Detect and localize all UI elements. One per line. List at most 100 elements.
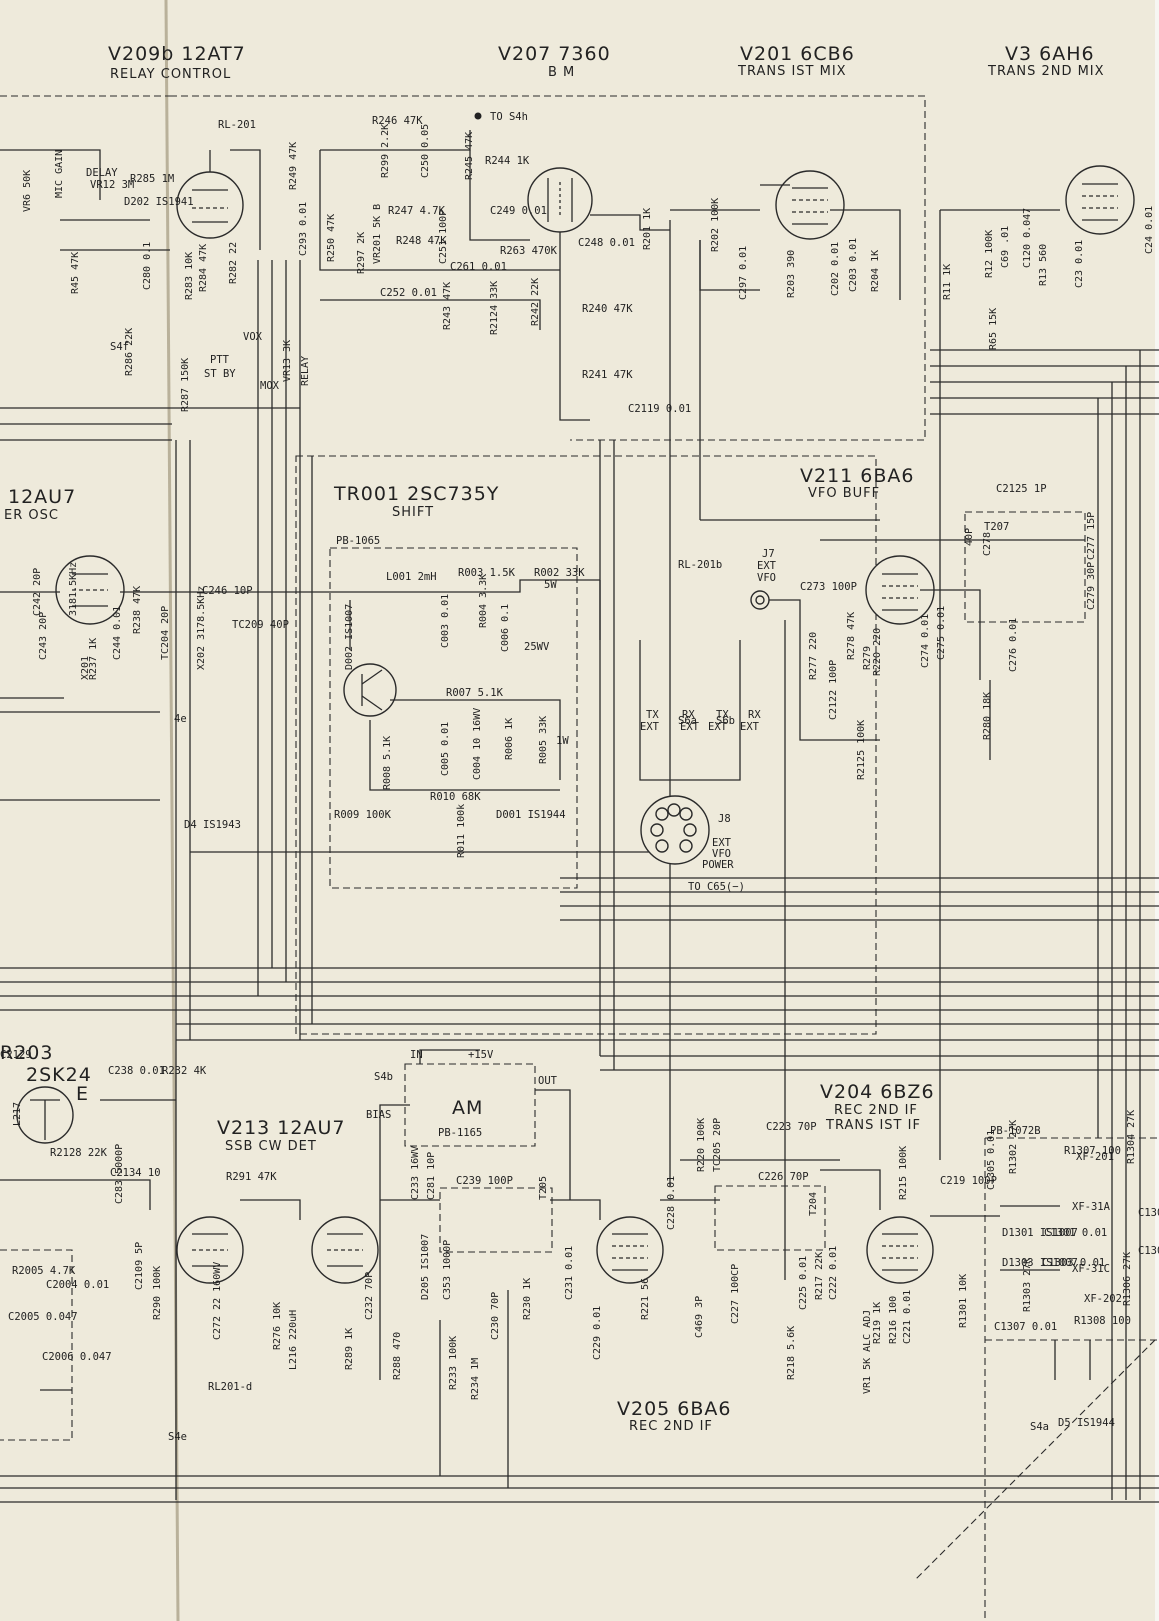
component-label: X201 bbox=[80, 656, 91, 680]
component-label: R282 22 bbox=[228, 242, 239, 284]
pb-1065-outline bbox=[329, 547, 578, 889]
component-label: R289 1K bbox=[344, 1328, 355, 1370]
component-label: C251 100P bbox=[438, 210, 449, 264]
component-label: R218 5.6K bbox=[786, 1326, 797, 1380]
component-label: L217 bbox=[12, 1102, 23, 1126]
component-label: C006 0.1 bbox=[500, 604, 511, 652]
component-label: C2125 1P bbox=[996, 483, 1047, 495]
bus-wires bbox=[0, 349, 1159, 1503]
s4e-label: S4e bbox=[168, 1431, 187, 1443]
component-label: C353 1000P bbox=[442, 1240, 453, 1300]
component-label: R11 1K bbox=[942, 264, 953, 300]
j7-label-ext: EXT bbox=[757, 560, 777, 572]
component-label: C272 22 160WV bbox=[212, 1262, 223, 1340]
j8-connector bbox=[640, 795, 710, 865]
j8-label-power: POWER bbox=[702, 859, 734, 871]
tube-v211 bbox=[865, 555, 935, 625]
header-v209b-tube: V209b 12AT7 bbox=[108, 43, 246, 65]
component-label: R13 560 bbox=[1038, 244, 1049, 286]
component-label: C222 0.01 bbox=[828, 1246, 839, 1300]
component-label: C469 3P bbox=[694, 1296, 705, 1338]
stby-label: ST BY bbox=[204, 368, 236, 380]
sw-label-3: EXT bbox=[680, 721, 700, 733]
component-label: C004 10 16WV bbox=[472, 708, 483, 780]
component-label: R283 10K bbox=[184, 252, 195, 300]
component-label: C249 0.01 bbox=[490, 205, 547, 217]
component-label: D202 IS1941 bbox=[124, 196, 194, 208]
component-label: C280 0.1 bbox=[142, 242, 153, 290]
component-label: R1307 100 bbox=[1064, 1145, 1121, 1157]
component-label: R1301 10K bbox=[958, 1274, 969, 1328]
left-board-outline bbox=[0, 1249, 73, 1441]
component-label: R240 47K bbox=[582, 303, 633, 315]
tube-v204 bbox=[866, 1216, 934, 1284]
t204-shield bbox=[714, 1185, 826, 1251]
ptt-label: PTT bbox=[210, 354, 230, 366]
component-label: R232 4K bbox=[162, 1065, 207, 1077]
component-label: R238 47K bbox=[132, 586, 143, 634]
component-label: R249 47K bbox=[288, 142, 299, 190]
component-label: C1305 0.01 bbox=[986, 1130, 997, 1190]
component-label: C244 0.01 bbox=[112, 606, 123, 660]
component-label: C261 0.01 bbox=[450, 261, 507, 273]
component-label: C223 70P bbox=[766, 1121, 817, 1133]
vox-label: VOX bbox=[243, 331, 263, 343]
component-label: C2119 0.01 bbox=[628, 403, 691, 415]
component-label: C003 0.01 bbox=[440, 594, 451, 648]
am-pin-s4b: S4b bbox=[374, 1071, 393, 1083]
component-label: R201 1K bbox=[642, 208, 653, 250]
component-label: R219 1K bbox=[872, 1302, 883, 1344]
tube-v213b bbox=[311, 1216, 379, 1284]
component-label: C242 20P bbox=[32, 568, 43, 616]
component-label: C283 5000P bbox=[114, 1144, 125, 1204]
header-v211-function: VFO BUFF bbox=[808, 486, 880, 501]
component-label: C276 0.01 bbox=[1008, 618, 1019, 672]
fet-2sk24 bbox=[16, 1086, 74, 1144]
component-label: C281 10P bbox=[426, 1152, 437, 1200]
component-label: C2006 0.047 bbox=[42, 1351, 112, 1363]
component-label: T204 bbox=[808, 1192, 819, 1216]
component-label: R1304 27K bbox=[1126, 1110, 1137, 1164]
header-tr001-function: SHIFT bbox=[392, 505, 434, 520]
fet-e-label: E bbox=[76, 1083, 89, 1105]
component-label: R2125 100K bbox=[856, 720, 867, 780]
sw-label-1: EXT bbox=[640, 721, 660, 733]
j8-label-vfo: VFO bbox=[712, 848, 731, 860]
component-label: C246 10P bbox=[202, 585, 253, 597]
component-label: R010 68K bbox=[430, 791, 481, 803]
header-v3-tube: V3 6AH6 bbox=[1005, 43, 1095, 65]
component-label: 5W bbox=[544, 579, 557, 591]
component-label: VR6 50K bbox=[22, 170, 33, 212]
component-label: R230 1K bbox=[522, 1278, 533, 1320]
j8-label: J8 bbox=[718, 813, 731, 825]
component-label: C243 20P bbox=[38, 612, 49, 660]
header-v204-function-2: TRANS IST IF bbox=[825, 1118, 921, 1133]
component-label: R204 1K bbox=[870, 250, 881, 292]
header-v204-tube: V204 6BZ6 bbox=[820, 1081, 935, 1103]
component-label: TC209 40P bbox=[232, 619, 289, 631]
component-label: R2124 33K bbox=[489, 281, 500, 335]
am-pin-15v: +15V bbox=[468, 1049, 494, 1061]
component-label: C248 0.01 bbox=[578, 237, 635, 249]
t207-shield bbox=[964, 511, 1086, 623]
component-label: R203 390 bbox=[786, 250, 797, 298]
header-v205-function: REC 2ND IF bbox=[629, 1419, 713, 1434]
component-label: C1303 0.01 bbox=[1042, 1257, 1105, 1269]
component-label: D1303 IS1007 bbox=[1002, 1257, 1078, 1269]
component-label: R005 33K bbox=[538, 716, 549, 764]
component-label: XF-31C bbox=[1072, 1263, 1110, 1275]
relay-rl201d: RL201-d bbox=[208, 1381, 252, 1393]
header-v3-function: TRANS 2ND MIX bbox=[987, 64, 1105, 79]
board-pb-1065: PB-1065 bbox=[336, 535, 380, 547]
component-label: C221 0.01 bbox=[902, 1290, 913, 1344]
am-module-board: PB-1165 bbox=[438, 1127, 482, 1139]
component-label: D1301 IS1007 bbox=[1002, 1227, 1078, 1239]
component-label: R248 47K bbox=[396, 235, 447, 247]
component-label: C233 16WV bbox=[410, 1146, 421, 1200]
component-label: C1307 0.01 bbox=[994, 1321, 1057, 1333]
component-label: R1302 27K bbox=[1008, 1120, 1019, 1174]
component-label: R263 470K bbox=[500, 245, 558, 257]
component-label: R002 33K bbox=[534, 567, 585, 579]
